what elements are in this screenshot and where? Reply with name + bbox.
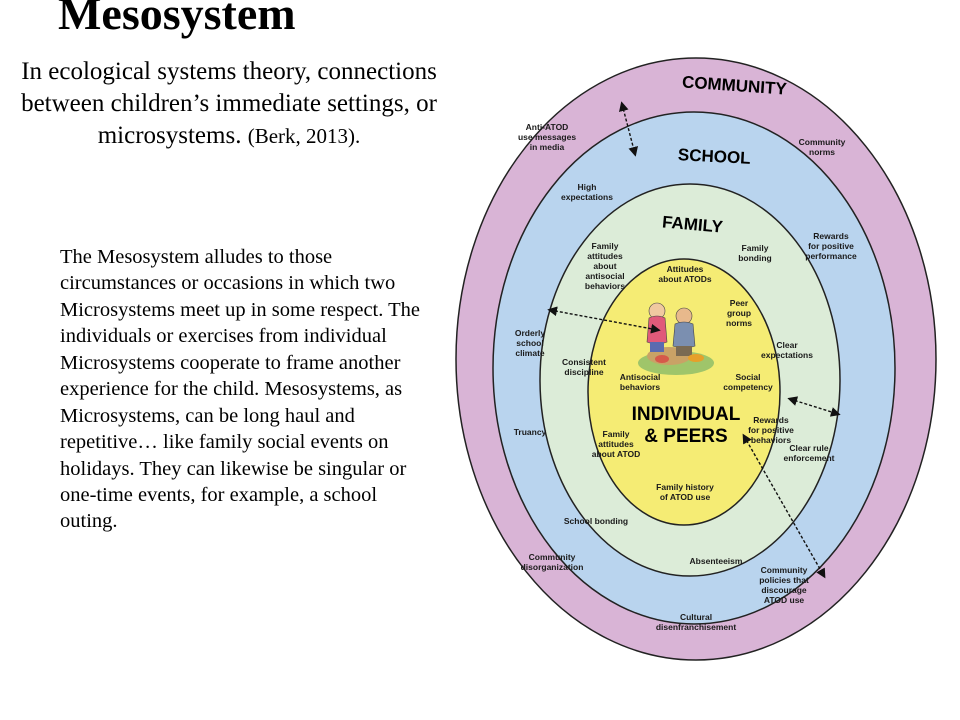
label-peer-group-norms-line: norms [726,318,752,328]
label-family-attitudes-antisocial-line: antisocial [585,271,624,281]
school-ring-label: School [677,145,751,168]
label-clear-expectations-line: expectations [761,350,813,360]
label-rewards-behaviors-line: Rewards [753,415,789,425]
label-community-norms-line: Community [799,137,846,147]
label-school-bonding-line: School bonding [564,516,628,526]
arrow-individual-community [742,433,826,579]
label-family-attitudes-antisocial-line: behaviors [585,281,625,291]
label-family-attitudes-atod-line: Family [603,429,630,439]
label-absenteeism-line: Absenteeism [690,556,743,566]
label-truancy: Truancy [514,427,547,437]
label-clear-rule-enforcement-line: Clear rule [789,443,828,453]
label-anti-atod-line: Anti-ATOD [526,122,569,132]
label-high-expectations-line: expectations [561,192,613,202]
label-family-attitudes-atod-line: attitudes [598,439,634,449]
label-family-attitudes-antisocial-line: attitudes [587,251,623,261]
label-orderly-school-climate-line: climate [515,348,545,358]
label-consistent-discipline-line: discipline [564,367,603,377]
label-family-bonding-line: Family [742,243,769,253]
label-family-history-atod-line: Family history [656,482,714,492]
label-peer-group-norms-line: group [727,308,751,318]
individual-ring-label-2: & Peers [644,426,727,447]
label-community-norms-line: norms [809,147,835,157]
label-orderly-school-climate-line: school [516,338,543,348]
label-rewards-performance-line: Rewards [813,231,849,241]
arrow-community-school [619,101,638,157]
label-family-attitudes-antisocial-line: Family [592,241,619,251]
label-rewards-performance-line: performance [805,251,857,261]
label-absenteeism: Absenteeism [690,556,743,566]
label-family-attitudes-antisocial-line: about [593,261,616,271]
label-rewards-behaviors-line: behaviors [751,435,791,445]
label-community-policies-line: policies that [759,575,809,585]
label-family-history-atod-line: of ATOD use [660,492,711,502]
label-antisocial-behaviors-line: Antisocial [620,372,661,382]
children-illustration [638,302,714,375]
slide-title: Mesosystem [58,0,296,39]
label-peer-group-norms-line: Peer [730,298,749,308]
arrow-school-individual [547,306,661,334]
label-attitudes-about-atods-line: Attitudes [667,264,704,274]
label-community-policies-line: ATOD use [764,595,805,605]
label-rewards-performance-line: for positive [808,241,854,251]
definition-main: In ecological systems theory, connection… [21,58,437,149]
label-school-bonding: School bonding [564,516,628,526]
label-cultural-disenfranchisement-line: Cultural [680,612,712,622]
label-community-policies-line: discourage [761,585,807,595]
label-antisocial-behaviors-line: behaviors [620,382,660,392]
label-attitudes-about-atods-line: about ATODs [658,274,711,284]
label-community-disorganization-line: Community [529,552,576,562]
label-orderly-school-climate-line: Orderly [515,328,546,338]
label-social-competency-line: Social [735,372,760,382]
label-family-bonding-line: bonding [738,253,772,263]
label-community-policies-line: Community [761,565,808,575]
label-community-disorganization-line: disorganization [521,562,584,572]
label-rewards-behaviors-line: for positive [748,425,794,435]
ecological-systems-diagram: Community School Family Individual & Pee… [455,57,937,661]
citation: (Berk, 2013). [247,124,361,148]
arrow-family-school-right [787,396,841,417]
label-cultural-disenfranchisement-line: disenfranchisement [656,622,736,632]
label-anti-atod-line: use messages [518,132,576,142]
label-consistent-discipline-line: Consistent [562,357,606,367]
definition-text: In ecological systems theory, connection… [18,56,440,152]
individual-ring-label-1: Individual [632,404,741,425]
label-anti-atod-line: in media [530,142,565,152]
label-high-expectations-line: High [578,182,597,192]
label-social-competency-line: competency [723,382,773,392]
label-truancy-line: Truancy [514,427,547,437]
label-family-attitudes-atod-line: about ATOD [592,449,640,459]
body-paragraph: The Mesosystem alludes to those circumst… [60,246,421,533]
label-clear-rule-enforcement-line: enforcement [783,453,834,463]
label-clear-expectations-line: Clear [776,340,798,350]
